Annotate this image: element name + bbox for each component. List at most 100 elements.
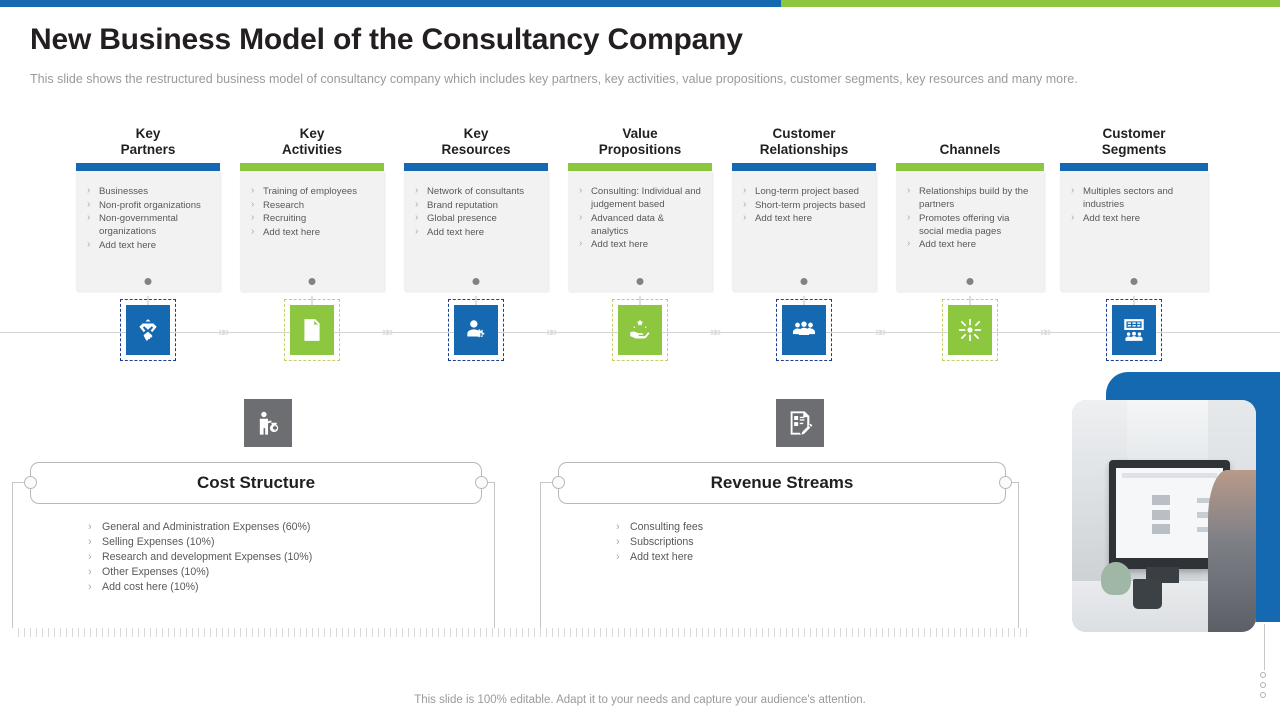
- column-card: Consulting: Individual and judgement bas…: [568, 171, 712, 291]
- bullet-item: Consulting: Individual and judgement bas…: [576, 184, 702, 211]
- flow-arrow-icon: »»: [218, 324, 230, 339]
- handshake-icon[interactable]: [120, 299, 176, 361]
- network-hub-icon[interactable]: [942, 299, 998, 361]
- photo-connector-line: [1264, 624, 1265, 670]
- icon-row: »»»»»»»»»»»»: [0, 296, 1280, 366]
- column-accent-bar: [1060, 163, 1208, 171]
- card-connector-dot: [1130, 278, 1138, 285]
- column-bullet-list: Training of employeesResearchRecruitingA…: [248, 184, 374, 239]
- panel-bracket-line: [12, 482, 13, 628]
- bullet-item: Relationships build by the partners: [904, 184, 1034, 211]
- bullet-item: Subscriptions: [608, 535, 996, 550]
- dotted-ruler: [18, 628, 1028, 637]
- bullet-item: Recruiting: [248, 211, 374, 225]
- column-title-line2: Propositions: [598, 142, 682, 157]
- panel-title: Cost Structure: [196, 473, 316, 492]
- icon-dashed-border: [1106, 299, 1162, 361]
- column-title: Channels: [896, 126, 1044, 158]
- photo-dots: [1260, 672, 1266, 702]
- column-card: Multiples sectors and industriesAdd text…: [1060, 171, 1208, 291]
- page-title: New Business Model of the Consultancy Co…: [30, 23, 743, 56]
- business-model-columns: KeyPartnersBusinessesNon-profit organiza…: [0, 126, 1280, 320]
- bullet-item: Long-term project based: [740, 184, 866, 198]
- bullet-item: Add text here: [412, 225, 538, 239]
- icon-dashed-border: [942, 299, 998, 361]
- presentation-audience-icon[interactable]: [1106, 299, 1162, 361]
- column-title-line2: Channels: [939, 142, 1001, 157]
- column-title-line1: Key: [299, 126, 325, 141]
- bullet-item: Short-term projects based: [740, 198, 866, 212]
- column-bullet-list: Long-term project basedShort-term projec…: [740, 184, 866, 225]
- person-money-bag-icon[interactable]: [244, 399, 292, 447]
- panel-bracket-elbow: [540, 482, 553, 483]
- column-title-line2: Segments: [1101, 142, 1167, 157]
- top-accent-blue: [0, 0, 781, 7]
- column-title-line1: Key: [135, 126, 161, 141]
- bullet-item: Non-profit organizations: [84, 198, 210, 212]
- column-bullet-list: Network of consultantsBrand reputationGl…: [412, 184, 538, 239]
- bullet-item: Network of consultants: [412, 184, 538, 198]
- icon-dashed-border: [776, 299, 832, 361]
- card-connector-dot: [800, 278, 808, 285]
- panel-bracket-line: [494, 482, 495, 628]
- column-title-line1: Value: [622, 126, 658, 141]
- column-bullet-list: Relationships build by the partnersPromo…: [904, 184, 1034, 251]
- bullet-item: Advanced data & analytics: [576, 211, 702, 238]
- panel-end-knob: [552, 476, 565, 489]
- panel-end-knob: [24, 476, 37, 489]
- flow-arrow-icon: »»: [875, 324, 887, 339]
- panel-bracket-line: [1018, 482, 1019, 628]
- panel-end-knob: [999, 476, 1012, 489]
- column-partners: KeyPartnersBusinessesNon-profit organiza…: [76, 126, 220, 320]
- column-accent-bar: [568, 163, 712, 171]
- column-title-line2: Activities: [281, 142, 343, 157]
- card-connector-dot: [966, 278, 974, 285]
- page-subtitle: This slide shows the restructured busine…: [30, 72, 1078, 86]
- bullet-item: Add cost here (10%): [80, 580, 472, 595]
- card-connector-dot: [636, 278, 644, 285]
- column-segments: CustomerSegmentsMultiples sectors and in…: [1060, 126, 1208, 320]
- panel-end-knob: [475, 476, 488, 489]
- panel-title-bar: Revenue Streams: [558, 462, 1006, 504]
- column-bullet-list: Multiples sectors and industriesAdd text…: [1068, 184, 1198, 225]
- hand-value-icon[interactable]: [612, 299, 668, 361]
- bullet-item: Add text here: [248, 225, 374, 239]
- icon-dashed-border: [120, 299, 176, 361]
- bullet-item: Non-governmental organizations: [84, 211, 210, 238]
- column-activities: KeyActivitiesTraining of employeesResear…: [240, 126, 384, 320]
- column-card: Training of employeesResearchRecruitingA…: [240, 171, 384, 291]
- flow-arrow-icon: »»: [1040, 324, 1052, 339]
- card-connector-dot: [308, 278, 316, 285]
- office-desk-imac-photo: [1072, 400, 1256, 632]
- flow-arrow-icon: »»: [710, 324, 722, 339]
- document-checklist-icon[interactable]: [284, 299, 340, 361]
- column-card: Relationships build by the partnersPromo…: [896, 171, 1044, 291]
- column-card: BusinessesNon-profit organizationsNon-go…: [76, 171, 220, 291]
- bullet-item: Research and development Expenses (10%): [80, 550, 472, 565]
- panel-bracket-elbow: [12, 482, 25, 483]
- column-title-line2: Partners: [120, 142, 176, 157]
- bullet-item: Research: [248, 198, 374, 212]
- bullet-item: Multiples sectors and industries: [1068, 184, 1198, 211]
- bullet-item: Consulting fees: [608, 520, 996, 535]
- flow-arrow-icon: »»: [546, 324, 558, 339]
- bullet-item: Add text here: [1068, 211, 1198, 225]
- column-title-line2: Relationships: [759, 142, 849, 157]
- people-group-icon[interactable]: [776, 299, 832, 361]
- bullet-item: Add text here: [740, 211, 866, 225]
- column-accent-bar: [76, 163, 220, 171]
- bullet-item: Selling Expenses (10%): [80, 535, 472, 550]
- column-accent-bar: [240, 163, 384, 171]
- person-gear-icon[interactable]: [448, 299, 504, 361]
- bullet-item: Add text here: [608, 550, 996, 565]
- bullet-item: Brand reputation: [412, 198, 538, 212]
- card-connector-dot: [144, 278, 152, 285]
- bullet-item: Add text here: [84, 238, 210, 252]
- column-accent-bar: [404, 163, 548, 171]
- column-title-line1: Customer: [1102, 126, 1166, 141]
- panel-bullet-list: General and Administration Expenses (60%…: [80, 520, 472, 595]
- invoice-pen-icon[interactable]: [776, 399, 824, 447]
